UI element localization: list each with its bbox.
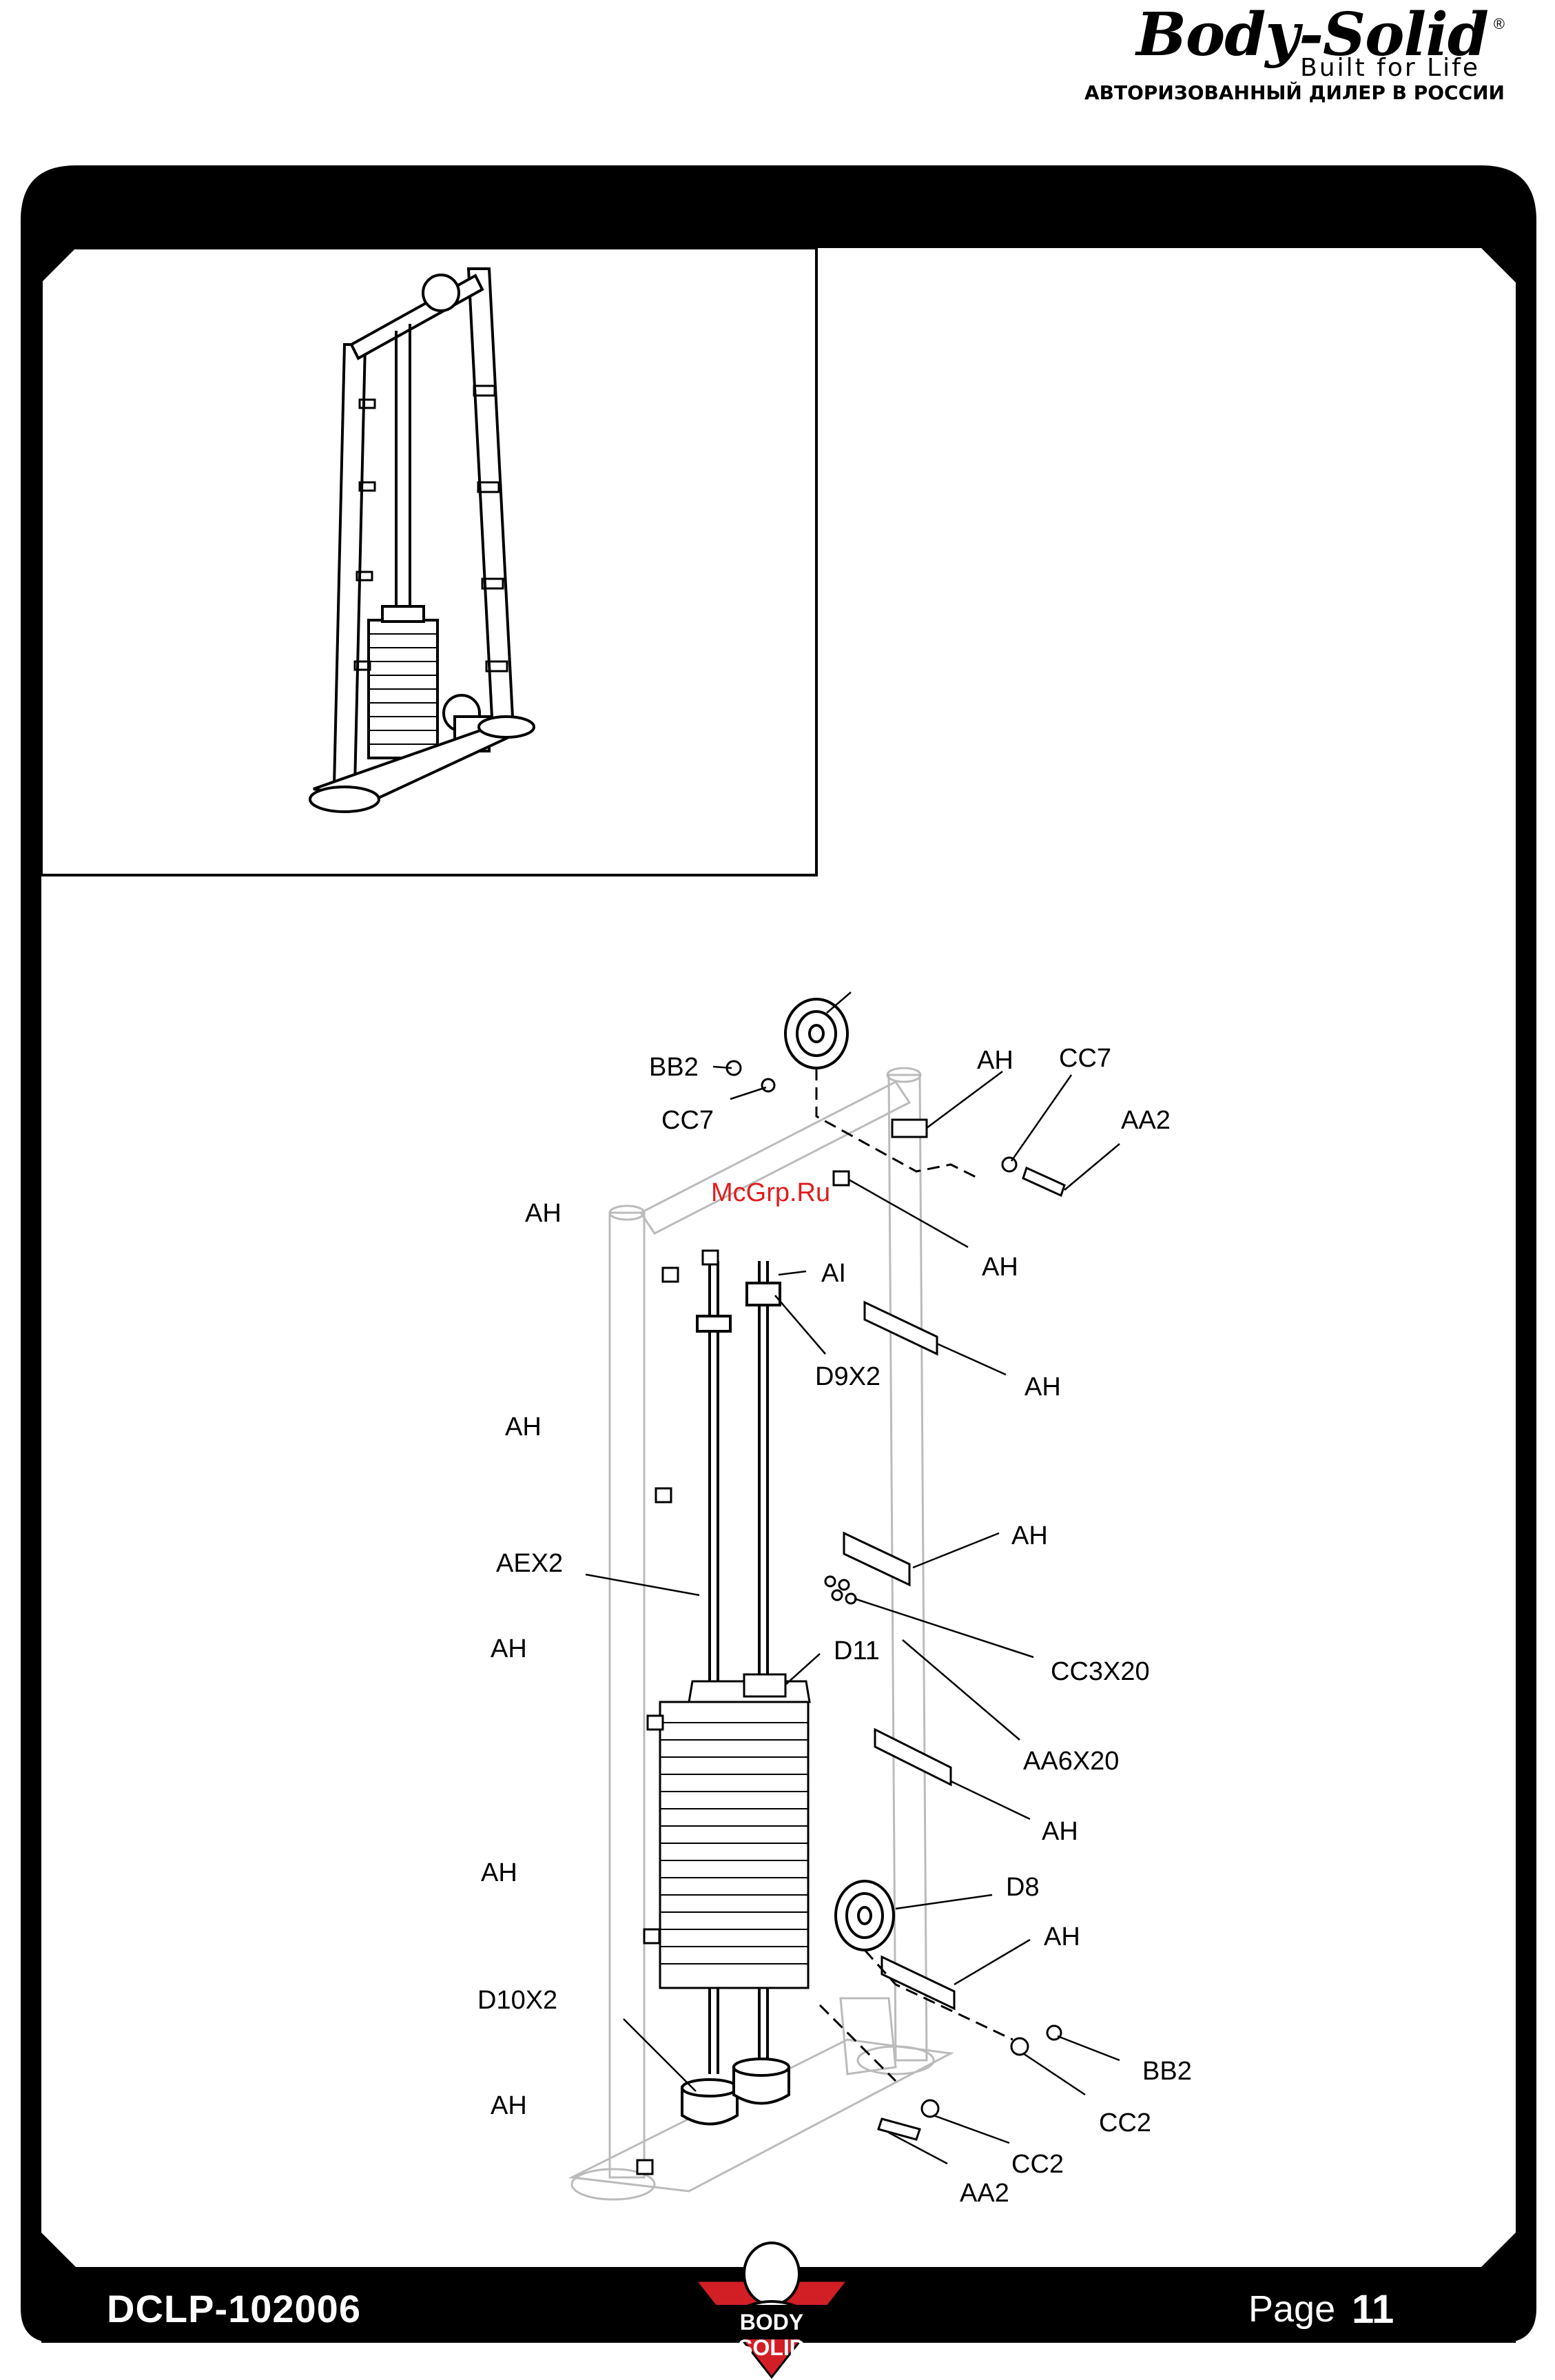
- callout-d10x2: D10X2: [477, 1986, 557, 2015]
- callout-ah-right-4: AH: [1042, 1817, 1078, 1847]
- thumbnail-box: [41, 248, 816, 875]
- callout-ah-top: AH: [977, 1046, 1013, 1076]
- callout-aa2-bottom: AA2: [960, 2179, 1009, 2208]
- brackets: [637, 1120, 954, 2174]
- callout-d11: D11: [834, 1637, 880, 1666]
- callout-aa2-top: AA2: [1121, 1106, 1171, 1136]
- callout-bb2-top: BB2: [649, 1053, 699, 1083]
- callout-ah-left-2: AH: [505, 1413, 542, 1442]
- footer-page-number: 11: [1352, 2286, 1394, 2332]
- callout-ah-left-4: AH: [481, 1858, 517, 1888]
- callout-bb2-bottom: BB2: [1142, 2057, 1192, 2086]
- callout-ai: AI: [821, 1259, 846, 1289]
- watermark: McGrp.Ru: [711, 1178, 830, 1208]
- callout-ah-right-3: AH: [1011, 1521, 1048, 1551]
- rod-bumpers: [682, 2059, 789, 2124]
- weight-stack: [660, 1674, 810, 1988]
- callout-ah-right-2: AH: [1024, 1373, 1061, 1402]
- footer-model-number: DCLP-102006: [107, 2286, 361, 2331]
- callout-ah-left-1: AH: [525, 1199, 562, 1229]
- callout-cc2-right: CC2: [1099, 2109, 1151, 2138]
- footer-emblem-text: BODY SOLID: [704, 2310, 839, 2361]
- callout-aa6x20: AA6X20: [1023, 1747, 1119, 1776]
- callout-ah-left-3: AH: [491, 1634, 527, 1664]
- callout-ah-right-1: AH: [982, 1253, 1018, 1282]
- callout-ah-right-5: AH: [1044, 1922, 1080, 1952]
- footer-page-label: Page: [1248, 2288, 1335, 2330]
- top-pulley: [785, 999, 847, 1068]
- callout-cc3x20: CC3X20: [1051, 1657, 1150, 1687]
- callout-d8: D8: [1006, 1873, 1040, 1902]
- callout-cc7-left: CC7: [661, 1106, 714, 1136]
- callout-cc7-right: CC7: [1059, 1044, 1111, 1074]
- exploded-view-frame: [572, 1068, 951, 2199]
- bottom-pulley: [836, 1881, 894, 1950]
- callout-d9x2: D9X2: [815, 1362, 881, 1392]
- callout-aex2: AEX2: [496, 1549, 563, 1579]
- callout-cc2-left: CC2: [1011, 2150, 1064, 2179]
- callout-ah-left-5: AH: [491, 2091, 527, 2121]
- machine-thumbnail: [310, 269, 534, 812]
